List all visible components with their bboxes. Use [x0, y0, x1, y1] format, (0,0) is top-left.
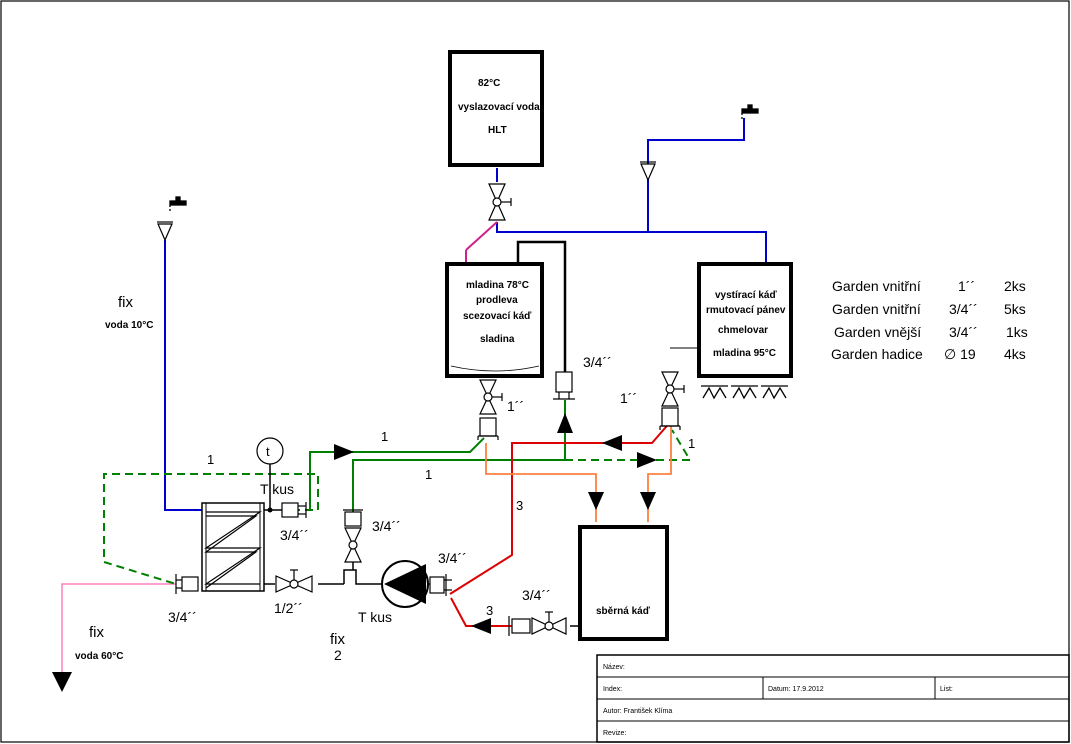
two-label: 2	[334, 647, 342, 663]
parts-row-1-qty: 5ks	[1004, 301, 1026, 317]
size-34-valve: 3/4´´	[372, 518, 401, 534]
parts-row-1-size: 3/4´´	[949, 301, 978, 317]
fix-bottom-label: fix	[89, 624, 105, 641]
parts-row-2-size: 3/4´´	[949, 324, 978, 340]
green-pipes	[306, 400, 566, 514]
size-34-pump: 3/4´´	[438, 550, 467, 566]
thermometer-label: t	[266, 444, 270, 459]
boil-valve	[661, 371, 685, 407]
flow-arrows	[52, 413, 657, 692]
cold-water-left-pipe	[164, 240, 205, 511]
garden-fitting-collect	[508, 616, 531, 636]
mash-tank	[445, 262, 544, 378]
boil-line4: mladina 95°C	[713, 348, 776, 359]
orange-pipes	[485, 426, 672, 522]
green-dashed-pipes	[103, 429, 692, 585]
boil-line2: rmutovací pánev	[706, 305, 786, 316]
filter-right-icon	[640, 161, 656, 182]
garden-fitting-mash	[477, 417, 499, 440]
title-datum: Datum: 17.9.2012	[768, 686, 824, 693]
size-34-collect: 3/4´´	[522, 587, 551, 603]
hlt-to-mash-pipe	[465, 221, 498, 251]
burner-flames	[701, 385, 788, 400]
size-12: 1/2´´	[274, 600, 303, 616]
red-pipes	[449, 419, 673, 627]
boil-kettle	[697, 262, 793, 378]
mash-line4: sladina	[480, 334, 515, 345]
hlt-tank	[448, 50, 544, 167]
size-1-boil: 1´´	[620, 390, 637, 406]
one-a-label: 1	[381, 429, 388, 444]
fix-top-label: fix	[118, 294, 134, 311]
voda-10-label: voda 10°C	[105, 320, 153, 331]
hlt-temp: 82°C	[478, 78, 500, 89]
tap-right-icon	[741, 104, 759, 121]
size-34-hx-in: 3/4´´	[168, 609, 197, 625]
fix-mid-label: fix	[330, 631, 346, 648]
mash-line2: prodleva	[476, 295, 518, 306]
one-right-label: 1	[688, 436, 695, 451]
size-34-mid: 3/4´´	[583, 354, 612, 370]
return-pipe	[516, 240, 567, 372]
one-left-label: 1	[207, 452, 214, 467]
hot-water-out-pipe	[61, 583, 176, 672]
size-1-mash: 1´´	[507, 398, 524, 414]
hlt-valve	[488, 183, 512, 221]
parts-row-0-size: 1´´	[958, 278, 975, 294]
title-index: Index:	[603, 686, 622, 693]
hx-water-valve	[275, 569, 313, 593]
three-b-label: 3	[486, 603, 493, 618]
tap-left-icon	[169, 196, 187, 213]
garden-fitting-hx-out	[281, 502, 307, 518]
mash-false-bottom	[450, 365, 540, 372]
tee-dot	[267, 507, 273, 513]
tkus-bottom-label: T kus	[358, 609, 392, 625]
mash-line3: scezovací káď	[463, 311, 532, 322]
tkus-top-label: T kus	[260, 481, 294, 497]
filter-left-icon	[157, 221, 173, 242]
parts-row-3-qty: 4ks	[1004, 346, 1026, 362]
cold-water-top-pipe	[496, 118, 767, 287]
parts-row-3-size: ∅ 19	[944, 346, 976, 362]
parts-row-2-name: Garden vnější	[834, 324, 921, 340]
garden-fitting-boil	[659, 407, 681, 430]
hlt-name: vyslazovací voda	[458, 102, 540, 113]
title-autor: Autor: František Klíma	[603, 708, 672, 715]
garden-fitting-pump	[429, 574, 452, 596]
title-block	[596, 654, 1070, 743]
three-a-label: 3	[516, 498, 523, 513]
garden-fitting-valve	[343, 509, 363, 527]
parts-table: Garden vnitřní 1´´ 2ks Garden vnitřní 3/…	[831, 278, 1028, 362]
thermometer: t	[256, 437, 284, 465]
mash-line1: mladina 78°C	[466, 280, 529, 291]
boil-line1: vystírací káď	[715, 290, 777, 301]
hlt-code: HLT	[488, 125, 507, 136]
parts-row-3-name: Garden hadice	[831, 346, 923, 362]
heat-exchanger	[201, 502, 265, 592]
title-revize: Revize:	[603, 730, 626, 737]
garden-fitting-mid	[553, 371, 575, 400]
parts-row-2-qty: 1ks	[1006, 324, 1028, 340]
mash-valve	[479, 379, 503, 415]
parts-row-1-name: Garden vnitřní	[832, 301, 921, 317]
boil-line3: chmelovar	[718, 325, 768, 336]
title-nazev: Název:	[603, 664, 625, 671]
parts-row-0-qty: 2ks	[1004, 278, 1026, 294]
title-list: List:	[940, 686, 953, 693]
parts-row-0-name: Garden vnitřní	[832, 278, 921, 294]
pump	[381, 560, 429, 608]
collection-name: sběrná káď	[596, 606, 651, 617]
one-b-label: 1	[425, 467, 432, 482]
collection-vessel	[578, 525, 669, 641]
collect-valve	[531, 611, 567, 635]
voda-60-label: voda 60°C	[75, 651, 123, 662]
garden-fitting-hx-in	[175, 574, 199, 594]
size-34-hx-out: 3/4´´	[280, 527, 309, 543]
green-line-valve	[344, 527, 362, 563]
